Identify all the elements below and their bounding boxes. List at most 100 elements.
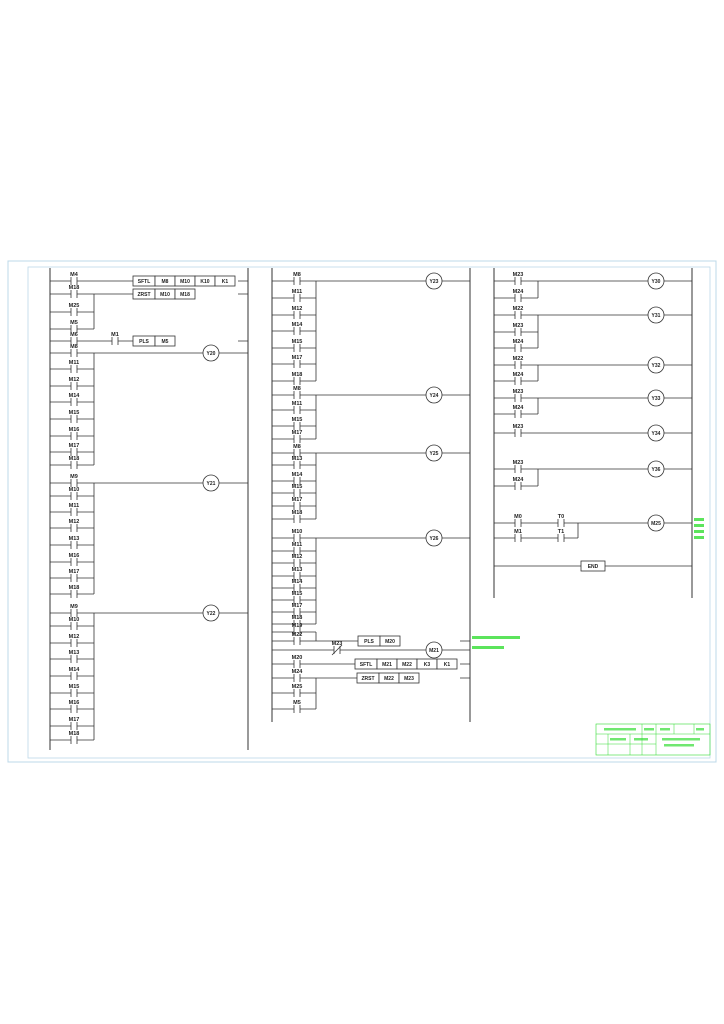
contact-gap [71,509,77,515]
drawing-border [7,260,717,763]
coil [647,424,665,442]
coil [425,386,443,404]
instruction-cell [174,288,196,300]
contact-gap [294,690,300,696]
contact-gap [71,350,77,356]
contact-label: M8 [293,386,301,392]
contact-gap [294,560,300,566]
contact-gap [71,309,77,315]
contact-gap [558,520,564,526]
contact-label: M12 [69,634,80,640]
contact-label: M23 [513,389,524,395]
contact-gap [515,278,521,284]
contact-label: M24 [513,339,525,345]
instruction-field: M22 [384,676,394,682]
contact-label: M16 [69,553,80,559]
contact-gap [71,399,77,405]
coil-label: Y26 [430,536,439,542]
contact-gap [294,423,300,429]
contact-gap [515,295,521,301]
contact-label: M17 [292,603,303,609]
contact-gap [294,478,300,484]
coil-label: Y30 [652,279,661,285]
title-block-text-mark [604,728,636,731]
contact-label: M8 [293,272,301,278]
contact-gap [558,535,564,541]
wire-mask [358,636,460,646]
contact-label: M13 [292,567,303,573]
coil [425,529,443,547]
contact-label: M22 [513,356,524,362]
contact-label: M15 [69,684,80,690]
contact-label: M22 [513,306,524,312]
contact-gap [294,597,300,603]
contact-gap [294,328,300,334]
contact-gap [71,338,77,344]
contact-gap [515,312,521,318]
contact-label: M13 [69,650,80,656]
coil-label: Y24 [430,393,439,399]
contact-label: M10 [69,617,80,623]
annotation-mark [694,536,704,539]
coil [425,272,443,290]
contact-label: M15 [292,484,303,490]
coil [647,389,665,407]
contact-label: M22 [292,632,303,638]
contact-gap [515,483,521,489]
contact-gap [71,575,77,581]
coil-label: Y33 [652,396,661,402]
contact-gap [294,295,300,301]
annotation-mark [472,646,504,649]
contact-label: M25 [292,684,303,690]
contact-label: M15 [292,591,303,597]
contact-label: M25 [69,303,80,309]
coil-label: Y31 [652,313,661,319]
contact-gap [515,329,521,335]
coil-label: M25 [651,521,661,527]
contact-label: M1 [514,529,522,535]
contact-gap [71,383,77,389]
contact-label: M0 [514,514,522,520]
instruction-cell [214,275,236,287]
coil-label: M21 [429,648,439,654]
contact-gap [515,520,521,526]
contact-label: M13 [292,456,303,462]
contact-gap [71,690,77,696]
contact-gap [294,361,300,367]
title-block-text-mark [644,728,654,731]
coil [202,344,220,362]
contact-gap [71,610,77,616]
instruction-field: M8 [162,279,169,285]
contact-gap [294,661,300,667]
contact-label: M11 [69,360,79,366]
normally-closed-slash [331,644,343,656]
contact-gap [294,675,300,681]
contact-label: M14 [292,579,304,585]
contact-gap [515,378,521,384]
contact-gap [71,723,77,729]
title-block-text-mark [660,728,670,731]
coil [425,444,443,462]
contact-label: M14 [69,667,81,673]
contact-label: M11 [292,401,302,407]
contact-gap [294,450,300,456]
contact-label: M16 [69,700,80,706]
contact-gap [294,638,300,644]
instruction-field: K3 [424,662,431,668]
contact-label: M13 [69,536,80,542]
contact-gap [294,621,300,627]
contact-label: M1 [111,332,119,338]
coil [647,460,665,478]
drawing-inner-border [27,266,711,759]
contact-gap [71,449,77,455]
contact-label: M17 [292,355,303,361]
contact-gap [71,480,77,486]
instruction-field: M22 [402,662,412,668]
contact-label: M23 [513,323,524,329]
contact-label: T1 [558,529,564,535]
contact-gap [71,640,77,646]
contact-gap [71,706,77,712]
instruction-field: M5 [162,339,169,345]
coil [647,514,665,532]
contact-gap [515,411,521,417]
